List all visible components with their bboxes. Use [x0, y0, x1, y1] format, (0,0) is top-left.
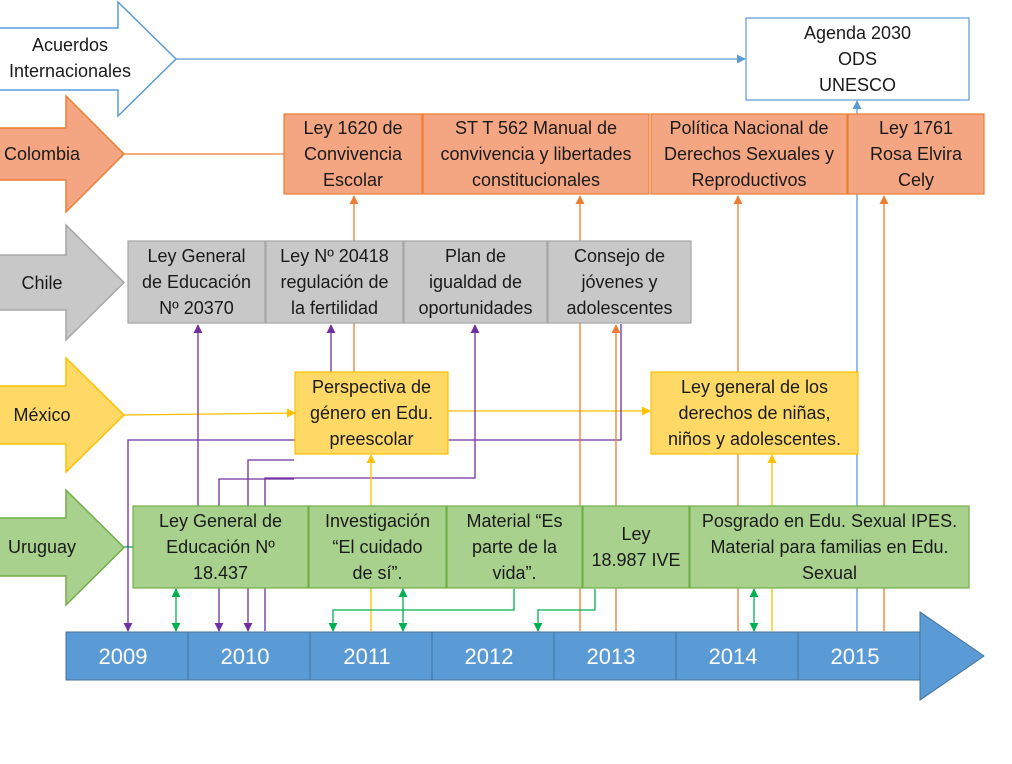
- year-label-2015: 2015: [831, 644, 880, 669]
- event-text-uru-posgrado: Posgrado en Edu. Sexual IPES.Material pa…: [702, 511, 957, 583]
- country-arrow-uruguay: [0, 488, 126, 607]
- country-label-mexico: México: [13, 405, 70, 425]
- link-uru-ley18987: [533, 589, 596, 632]
- timeline-arrowhead: [919, 611, 985, 701]
- country-label-colombia: Colombia: [4, 144, 81, 164]
- year-label-2012: 2012: [465, 644, 514, 669]
- year-label-2013: 2013: [587, 644, 636, 669]
- year-label-2009: 2009: [99, 644, 148, 669]
- event-box-col-st562: [422, 113, 650, 195]
- timeline-segment-2015: [797, 631, 921, 681]
- country-arrow-acuerdos: [0, 0, 178, 118]
- country-label-chile: Chile: [21, 273, 62, 293]
- connector-mexico: [123, 408, 296, 418]
- event-box-mex-perspectiva: [294, 371, 449, 455]
- event-box-col-ley1620: [283, 113, 423, 195]
- event-box-uru-ley18987: [582, 505, 690, 589]
- event-box-uru-material: [446, 505, 583, 589]
- event-box-chi-plan: [403, 240, 548, 324]
- link-uru-material: [328, 589, 515, 632]
- event-box-mex-ley: [650, 371, 859, 455]
- timeline-segment-2014: [675, 631, 799, 681]
- timeline-segment-2013: [553, 631, 677, 681]
- event-box-uru-ley18437: [132, 505, 309, 589]
- year-label-2011: 2011: [343, 644, 390, 669]
- event-box-agenda: [745, 17, 970, 101]
- event-box-chi-ley20418: [265, 240, 404, 324]
- country-arrow-chile: [0, 223, 126, 342]
- country-label-uruguay: Uruguay: [8, 537, 76, 557]
- event-box-col-politica: [650, 113, 848, 195]
- timeline-segment-2012: [431, 631, 555, 681]
- timeline-segment-2010: [187, 631, 311, 681]
- year-label-2010: 2010: [221, 644, 270, 669]
- event-box-chi-ley20370: [127, 240, 266, 324]
- event-box-chi-consejo: [547, 240, 692, 324]
- event-box-uru-posgrado: [689, 505, 970, 589]
- event-box-uru-investigacion: [308, 505, 447, 589]
- timeline-segment-2011: [309, 631, 433, 681]
- country-arrow-colombia: [0, 94, 126, 214]
- event-box-col-ley1761: [847, 113, 985, 195]
- year-label-2014: 2014: [709, 644, 758, 669]
- country-arrow-mexico: [0, 356, 126, 474]
